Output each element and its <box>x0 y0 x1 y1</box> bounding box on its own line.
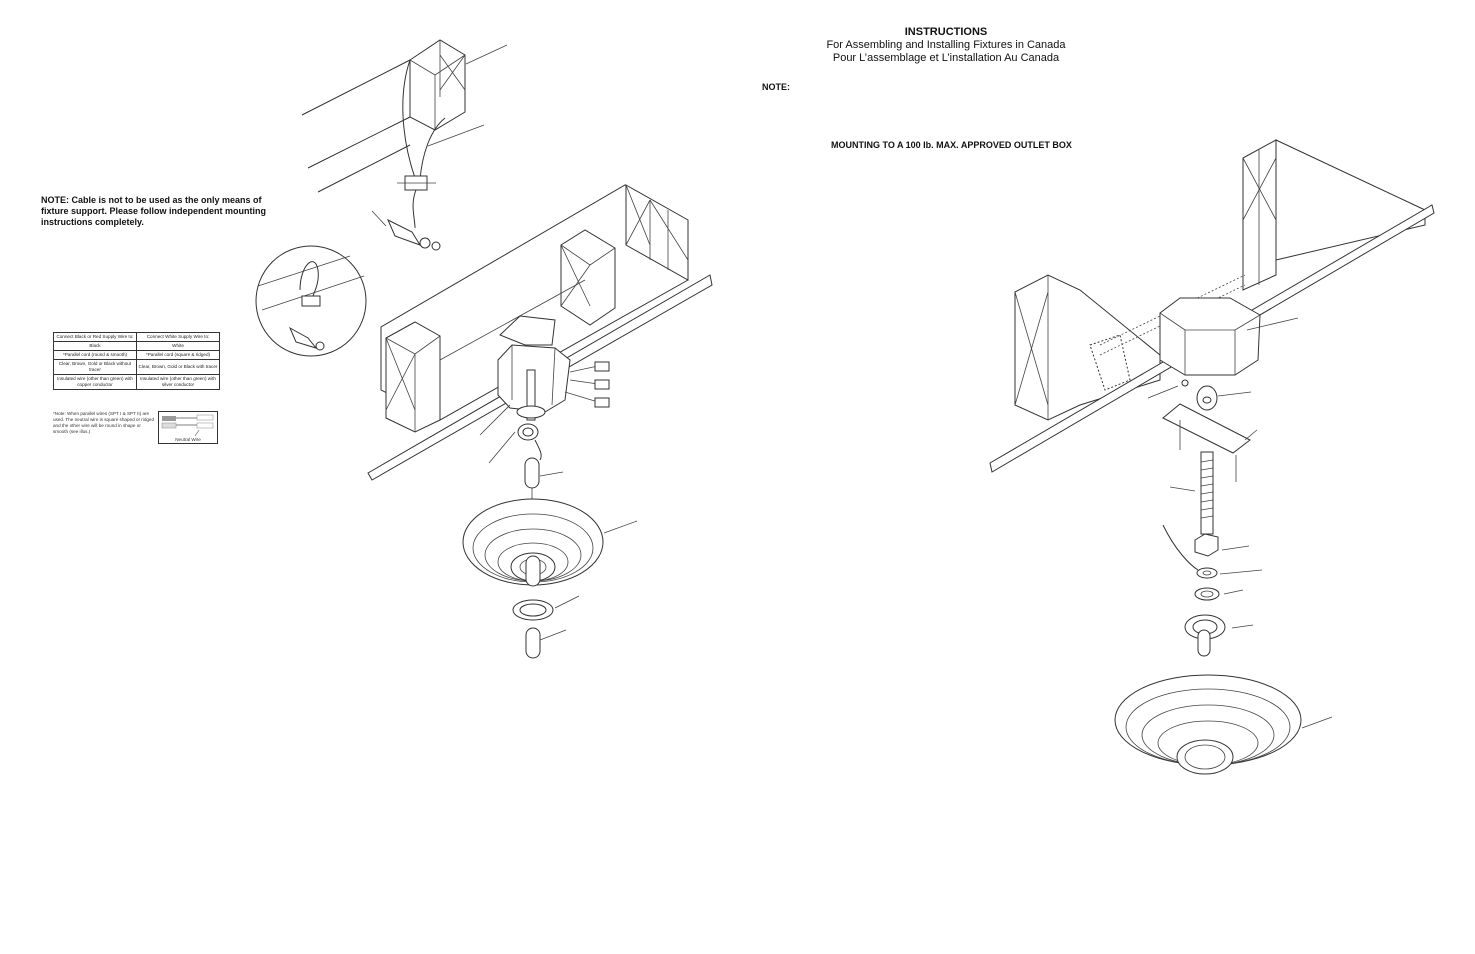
table-cell: Insulated wire (other than green) with s… <box>136 374 220 390</box>
wiring-footnote: *Note: When parallel wires (SPT I & SPT … <box>53 411 155 434</box>
canopy-chain-drawing <box>462 457 638 659</box>
wiring-table: Connect Black or Red Supply Wire to: Con… <box>53 332 220 390</box>
ceiling-beam-drawing <box>301 39 508 193</box>
table-row: Clear, Brown, Gold or Black without trac… <box>53 359 220 375</box>
detail-magnifier-drawing <box>255 245 367 357</box>
cable-note: NOTE: Cable is not to be used as the onl… <box>41 195 267 227</box>
neutral-wire-illustration: Neutral Wire <box>158 411 218 444</box>
neutral-wire-label: Neutral Wire <box>175 437 201 442</box>
outlet-box-mount-illustration <box>989 139 1435 775</box>
subtitle-english: For Assembling and Installing Fixtures i… <box>826 39 1066 51</box>
table-row: Insulated wire (other than green) with c… <box>53 374 220 390</box>
cable-gripper-drawing <box>371 59 446 251</box>
parallel-wire-icon <box>161 414 214 437</box>
page-title: INSTRUCTIONS <box>904 26 988 38</box>
mounting-heading: MOUNTING TO A 100 lb. MAX. APPROVED OUTL… <box>831 140 1072 150</box>
note-label: NOTE: <box>762 82 790 92</box>
outlet-box-drawing <box>479 315 610 464</box>
subtitle-french: Pour L’assemblage et L’installation Au C… <box>832 52 1060 64</box>
